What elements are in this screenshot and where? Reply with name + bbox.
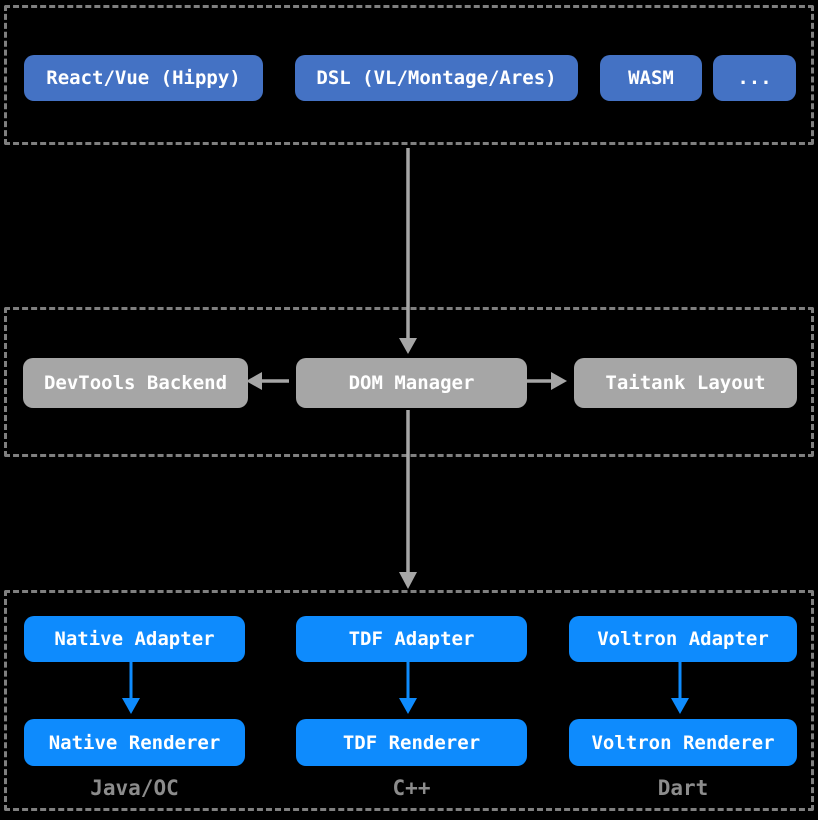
node-dsl: DSL (VL/Montage/Ares) <box>295 55 578 101</box>
node-native-adapter: Native Adapter <box>24 616 245 662</box>
node-tdf-adapter: TDF Adapter <box>296 616 527 662</box>
node-voltron-adapter: Voltron Adapter <box>569 616 797 662</box>
node-dom-manager: DOM Manager <box>296 358 527 408</box>
node-voltron-renderer: Voltron Renderer <box>569 719 797 766</box>
node-wasm: WASM <box>600 55 702 101</box>
language-label-dart: Dart <box>657 776 709 800</box>
language-label-cpp: C++ <box>392 776 431 800</box>
dom-layer: DevTools Backend DOM Manager Taitank Lay… <box>4 307 814 457</box>
framework-layer: React/Vue (Hippy) DSL (VL/Montage/Ares) … <box>4 5 814 145</box>
node-native-renderer: Native Renderer <box>24 719 245 766</box>
node-devtools-backend: DevTools Backend <box>23 358 248 408</box>
render-layer: Native Adapter TDF Adapter Voltron Adapt… <box>4 590 814 811</box>
node-tdf-renderer: TDF Renderer <box>296 719 527 766</box>
node-react-vue-hippy: React/Vue (Hippy) <box>24 55 263 101</box>
node-taitank-layout: Taitank Layout <box>574 358 797 408</box>
node-ellipsis: ... <box>713 55 796 101</box>
language-label-java-oc: Java/OC <box>90 776 179 800</box>
